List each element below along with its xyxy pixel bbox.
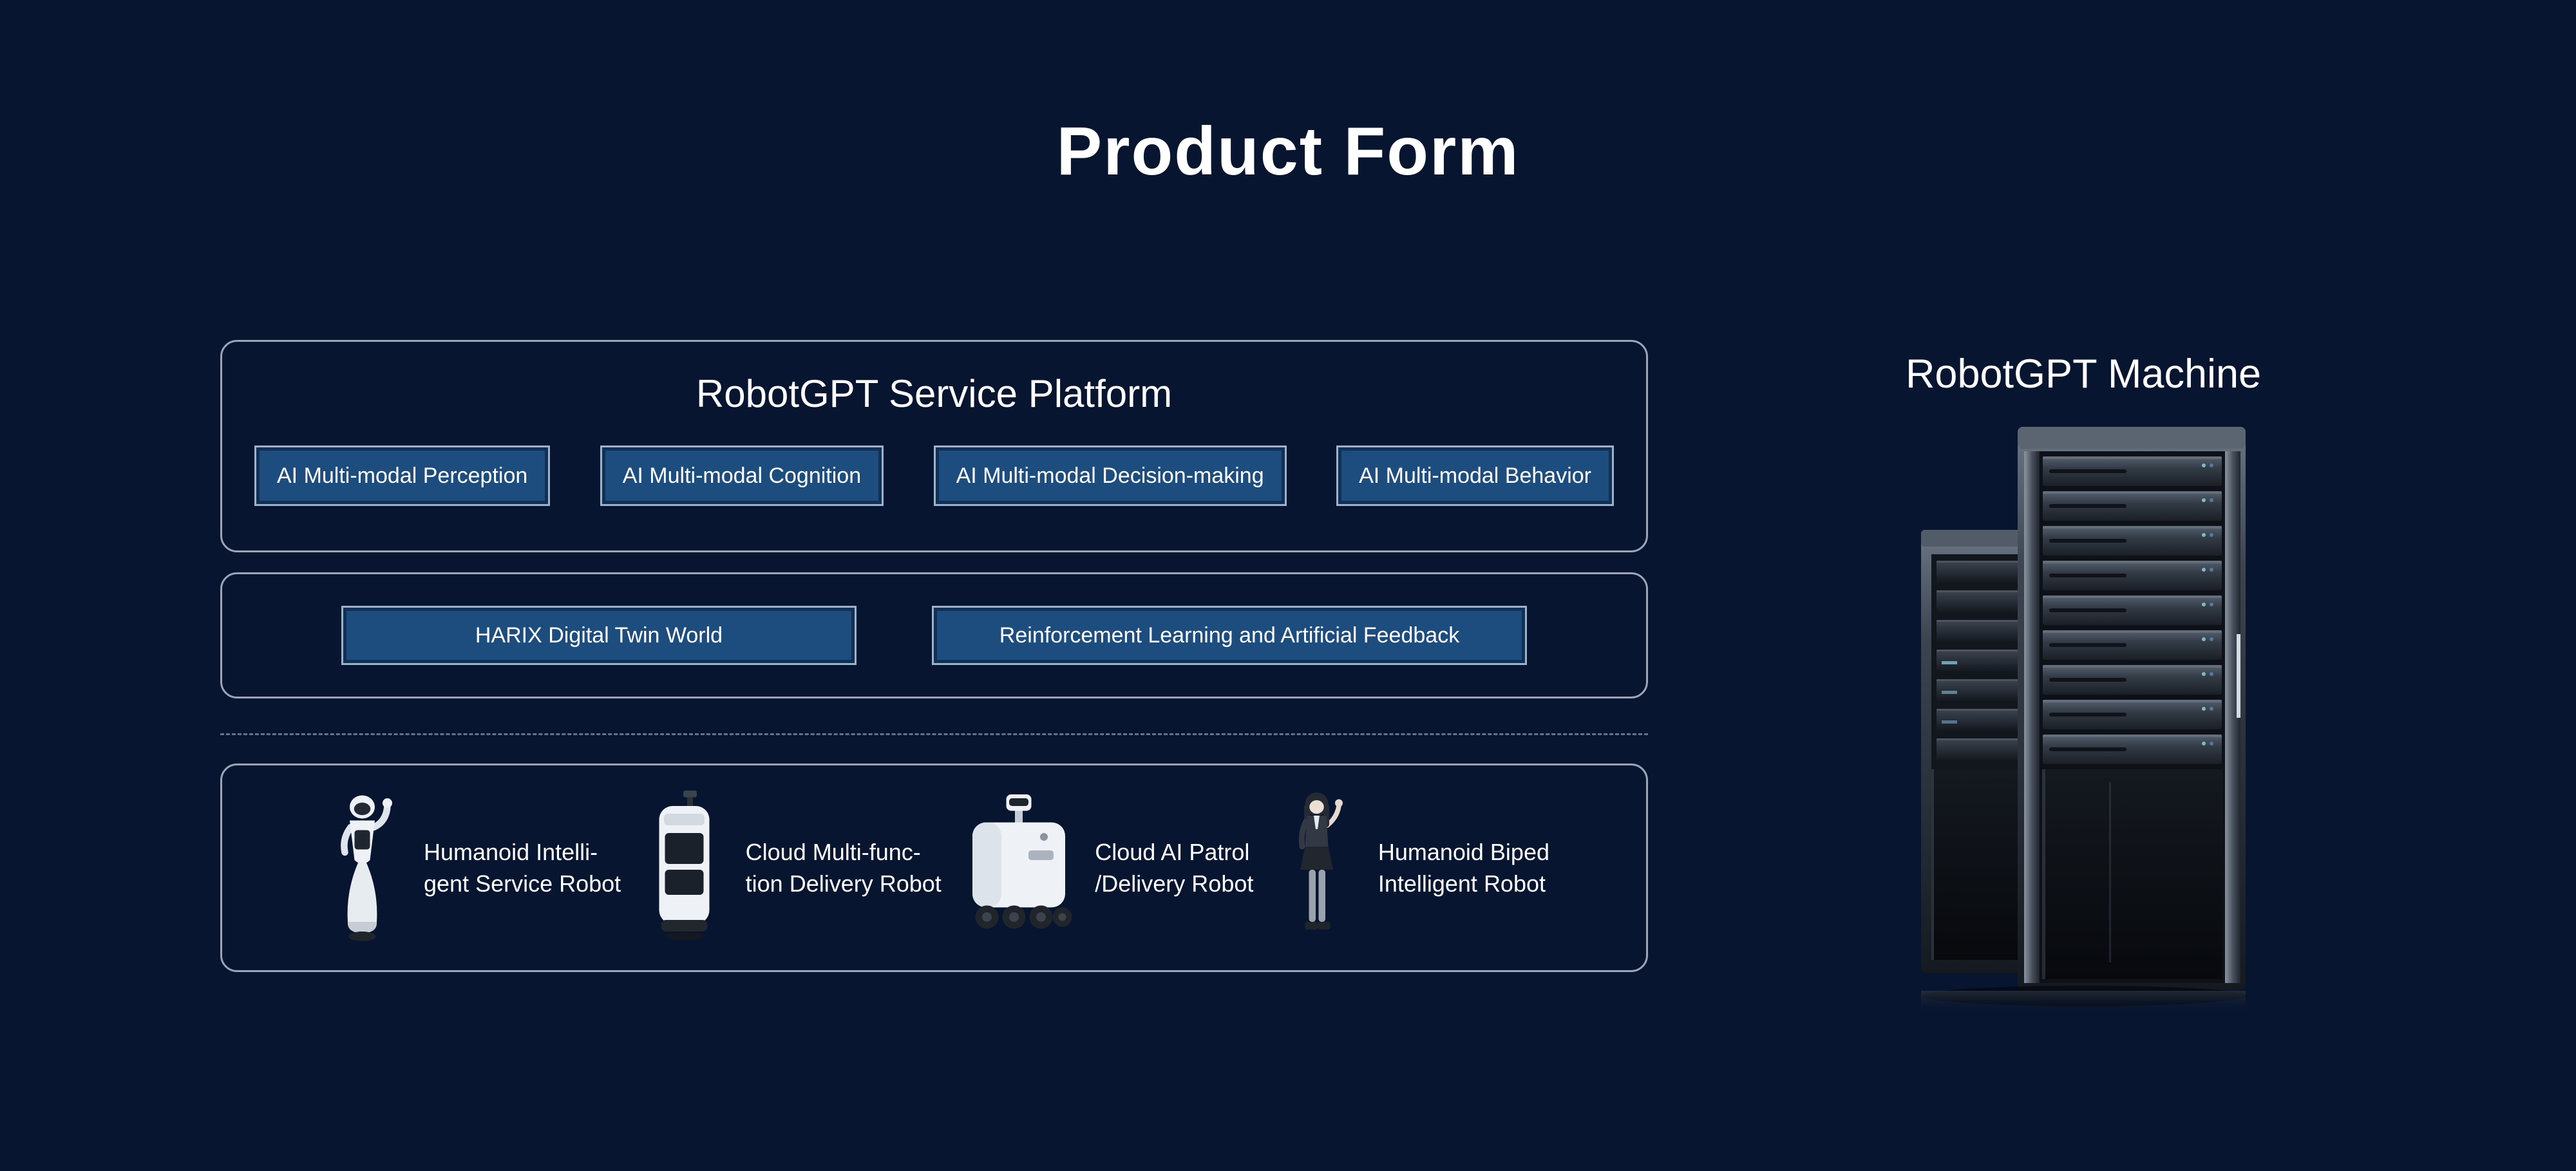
service-platform-title: RobotGPT Service Platform	[696, 372, 1173, 415]
robot-item-delivery: Cloud Multi-func- tion Delivery Robot	[641, 791, 942, 945]
module-behavior: AI Multi-modal Behavior	[1336, 445, 1614, 506]
architecture-diagram: RobotGPT Service Platform AI Multi-modal…	[220, 340, 1648, 972]
patrol-robot-icon	[961, 791, 1077, 945]
robot-item-biped: Humanoid Biped Intelligent Robot	[1273, 791, 1549, 945]
page-title: Product Form	[1056, 113, 1520, 189]
robot-label-line2: tion Delivery Robot	[745, 870, 942, 897]
reinforcement-learning-box: Reinforcement Learning and Artificial Fe…	[932, 606, 1527, 665]
robot-label: Cloud AI Patrol /Delivery Robot	[1095, 836, 1253, 899]
robot-label-line2: /Delivery Robot	[1095, 870, 1254, 897]
service-platform-panel: RobotGPT Service Platform AI Multi-modal…	[220, 340, 1648, 552]
robot-label-line1: Cloud AI Patrol	[1095, 839, 1250, 865]
machine-title: RobotGPT Machine	[1905, 351, 2262, 397]
robot-label: Cloud Multi-func- tion Delivery Robot	[746, 836, 942, 899]
robots-panel: Humanoid Intelli- gent Service Robot	[220, 763, 1648, 972]
robot-label-line1: Humanoid Biped	[1378, 839, 1549, 865]
robot-label: Humanoid Biped Intelligent Robot	[1378, 836, 1549, 899]
robot-label-line1: Cloud Multi-func-	[745, 839, 921, 865]
delivery-robot-icon	[641, 791, 728, 945]
dashed-divider	[220, 733, 1648, 735]
middleware-panel: HARIX Digital Twin World Reinforcement L…	[220, 572, 1648, 698]
robot-label: Humanoid Intelli- gent Service Robot	[424, 836, 621, 899]
biped-robot-icon	[1273, 791, 1360, 945]
robot-label-line1: Humanoid Intelli-	[424, 839, 598, 865]
humanoid-service-robot-icon	[319, 791, 406, 945]
module-decision-making: AI Multi-modal Decision-making	[933, 445, 1287, 506]
robot-label-line2: Intelligent Robot	[1378, 870, 1546, 897]
robot-item-patrol: Cloud AI Patrol /Delivery Robot	[961, 791, 1253, 945]
server-rack-image	[1916, 422, 2251, 1014]
robot-label-line2: gent Service Robot	[424, 870, 621, 897]
robot-item-service: Humanoid Intelli- gent Service Robot	[319, 791, 621, 945]
module-cognition: AI Multi-modal Cognition	[600, 445, 884, 506]
module-perception: AI Multi-modal Perception	[254, 445, 551, 506]
harix-digital-twin-box: HARIX Digital Twin World	[341, 606, 857, 665]
platform-modules-row: AI Multi-modal Perception AI Multi-modal…	[254, 445, 1614, 506]
